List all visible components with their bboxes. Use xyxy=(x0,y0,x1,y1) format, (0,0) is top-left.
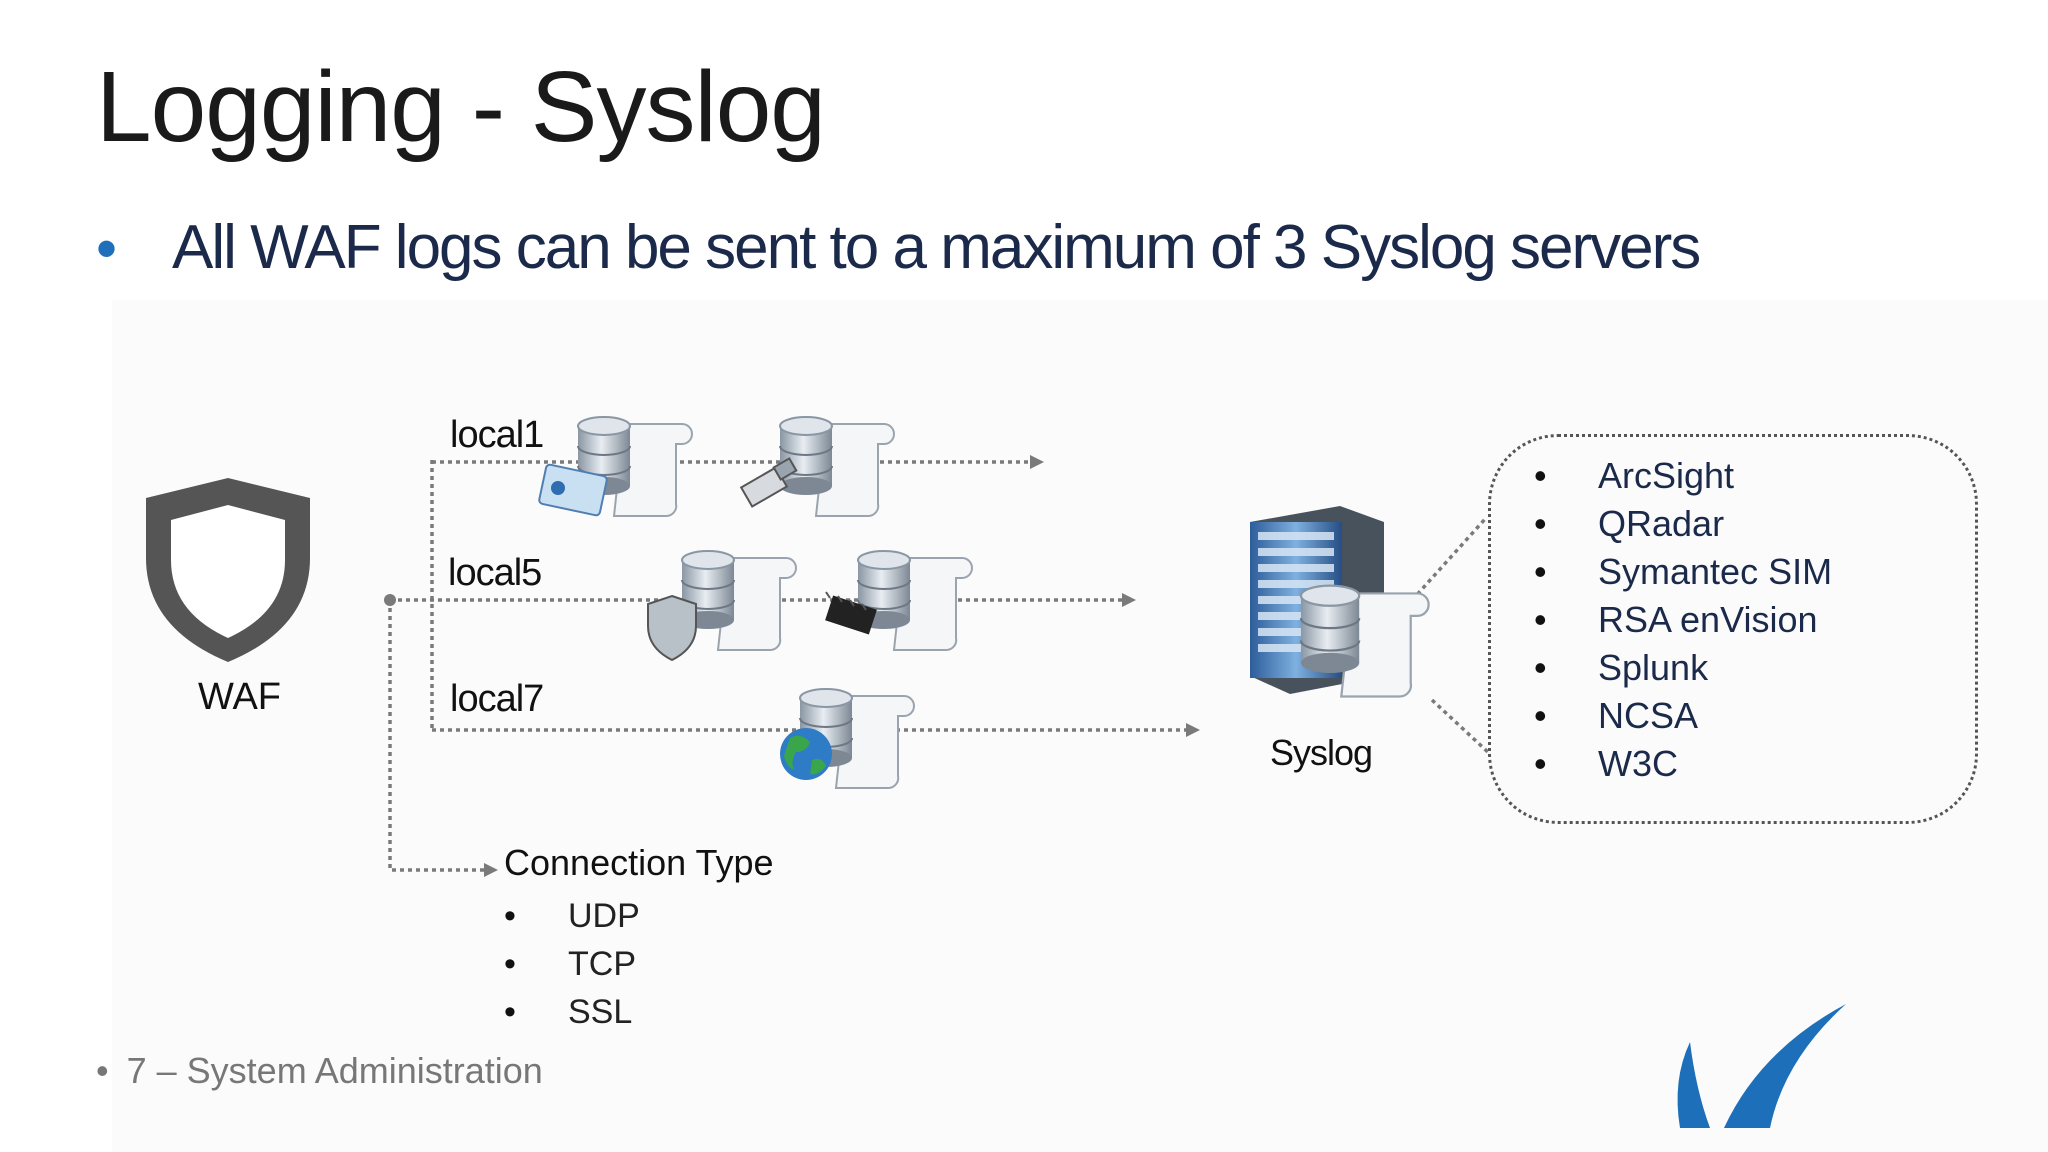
connection-type-title: Connection Type xyxy=(504,842,774,883)
list-item: UDP xyxy=(504,892,640,940)
list-item: SSL xyxy=(504,988,640,1036)
list-item: TCP xyxy=(504,940,640,988)
brand-fin-logo xyxy=(1677,1004,1846,1128)
list-item: Splunk xyxy=(1534,644,1832,692)
list-item: NCSA xyxy=(1534,692,1832,740)
channel-label-local7: local7 xyxy=(450,678,544,720)
format-callout xyxy=(1488,434,1978,824)
database-log-icon xyxy=(681,550,797,652)
connection-type-list: UDP TCP SSL xyxy=(504,892,640,1036)
certificate-icon xyxy=(538,463,608,517)
list-item: W3C xyxy=(1534,740,1832,788)
footer: • 7 – System Administration xyxy=(96,1050,543,1092)
slide-bullet: All WAF logs can be sent to a maximum of… xyxy=(172,213,1701,282)
list-item: ArcSight xyxy=(1534,452,1832,500)
database-log-icon xyxy=(857,550,973,652)
channel-label-local5: local5 xyxy=(448,552,542,594)
slide-title: Logging - Syslog xyxy=(96,51,826,163)
footer-bullet: • xyxy=(96,1050,109,1091)
format-list: ArcSight QRadar Symantec SIM RSA enVisio… xyxy=(1534,452,1832,788)
database-log-icon xyxy=(779,416,895,518)
shield-icon xyxy=(146,478,310,662)
globe-icon xyxy=(780,728,832,780)
chip-icon xyxy=(825,591,877,635)
shield-small-icon xyxy=(647,594,697,662)
list-item: QRadar xyxy=(1534,500,1832,548)
footer-text: 7 – System Administration xyxy=(126,1050,543,1091)
waf-label: WAF xyxy=(198,676,282,718)
network-plug-icon xyxy=(739,457,798,508)
syslog-label: Syslog xyxy=(1270,732,1373,773)
bullet-dot: • xyxy=(96,215,118,282)
list-item: RSA enVision xyxy=(1534,596,1832,644)
list-item: Symantec SIM xyxy=(1534,548,1832,596)
channel-label-local1: local1 xyxy=(450,414,544,456)
